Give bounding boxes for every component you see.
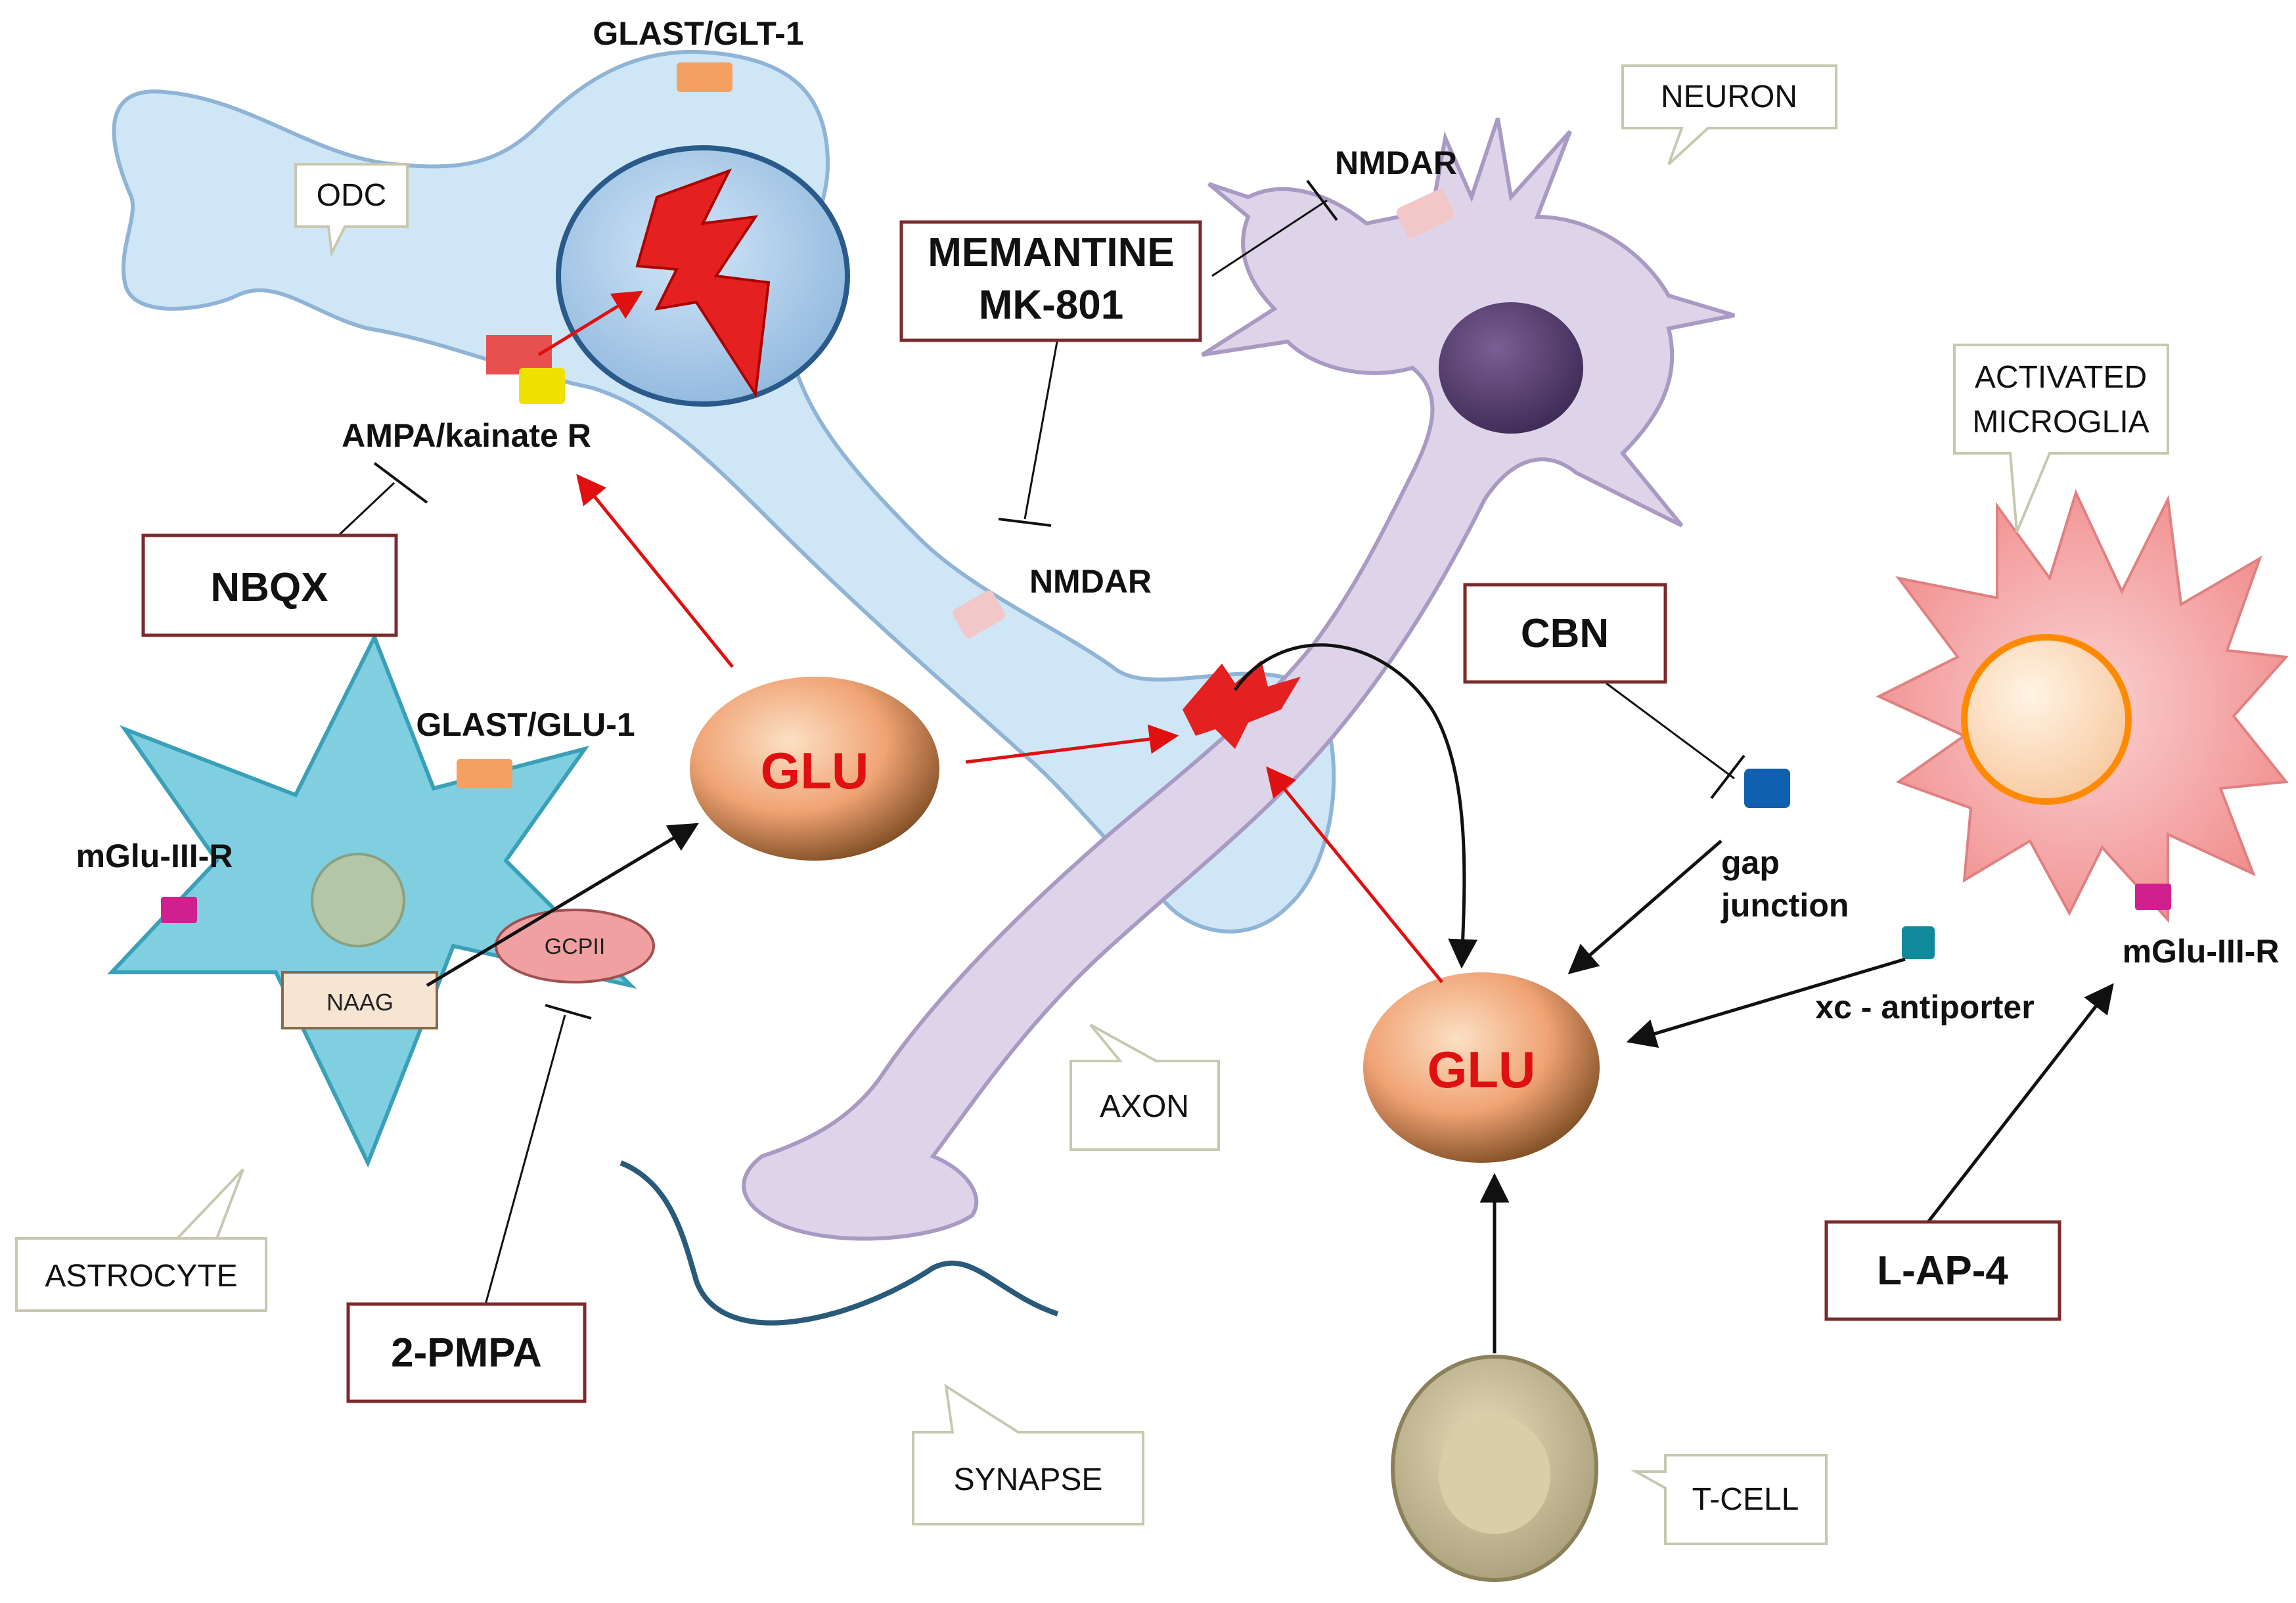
mglu-right-receptor — [2135, 884, 2171, 910]
neuron-cell — [742, 118, 1735, 1241]
arrow-ampa-to-nucleus — [537, 290, 643, 357]
nmdar-mid-receptor — [953, 590, 1005, 639]
damage-lightning-icon — [635, 168, 771, 398]
drug-nbqx-label: NBQX — [210, 565, 328, 610]
callout-axon-label: AXON — [1100, 1089, 1189, 1124]
activation-arrows — [537, 290, 1443, 983]
gap-junction-receptor — [1744, 769, 1790, 808]
glu-left-label: GLU — [761, 742, 869, 800]
arrow-synapse-to-glu — [1233, 643, 1478, 969]
gcpii-label: GCPII — [545, 934, 606, 959]
glast-glu1-receptor — [457, 759, 512, 788]
nmdar-top-receptor — [1396, 189, 1455, 238]
glast-glt1-label: GLAST/GLT-1 — [593, 15, 803, 52]
arrow-gap-to-glu — [1567, 840, 1722, 974]
drug-box-cbn — [1463, 583, 1667, 684]
drug-memantine-label-2: MK-801 — [979, 282, 1124, 328]
inhibition-lines — [334, 179, 1745, 1315]
glu-left-molecule — [690, 677, 939, 861]
callout-tcell — [1631, 1454, 1828, 1545]
gap-junction-label-1: gap — [1721, 844, 1780, 881]
mglu-left-receptor — [161, 897, 197, 923]
nmdar-mid-label: NMDAR — [1029, 563, 1152, 600]
kainate-receptor — [519, 368, 565, 404]
callout-synapse-label: SYNAPSE — [954, 1462, 1103, 1497]
arrow-xc-to-glu — [1626, 957, 1906, 1049]
callout-tcell-label: T-CELL — [1692, 1482, 1799, 1517]
glast-glt1-receptor — [677, 62, 732, 92]
callout-neuron — [1621, 64, 1837, 166]
callout-microglia-label-2: MICROGLIA — [1972, 405, 2149, 440]
mglu-right-label: mGlu-III-R — [2123, 933, 2280, 970]
nmdar-top-label: NMDAR — [1335, 145, 1457, 181]
callout-axon — [1069, 1024, 1220, 1151]
callout-odc — [294, 163, 409, 258]
microglia-cell — [1876, 489, 2289, 924]
drug-memantine-label-1: MEMANTINE — [928, 230, 1174, 275]
drug-box-lap4 — [1824, 1220, 2061, 1321]
callout-synapse — [912, 1383, 1144, 1525]
t-cell — [1391, 1355, 1598, 1582]
synaptic-terminal-icon — [1182, 660, 1301, 749]
astrocyte-cell — [107, 632, 637, 1168]
arrow-glu-to-synapse — [965, 724, 1179, 764]
drug-box-pmpa — [346, 1302, 587, 1403]
drug-lap4-label: L-AP-4 — [1877, 1248, 2008, 1294]
glu-right-molecule — [1363, 972, 1600, 1163]
callout-odc-label: ODC — [317, 178, 387, 213]
callout-astrocyte — [15, 1168, 267, 1312]
drug-box-memantine — [899, 220, 1202, 342]
xc-antiporter-receptor — [1902, 926, 1935, 959]
callout-microglia — [1953, 344, 2169, 533]
arrow-lap4-to-mglu — [1927, 983, 2114, 1223]
ampa-kainate-label: AMPA/kainate R — [342, 417, 591, 454]
callout-microglia-label-1: ACTIVATED — [1975, 360, 2147, 395]
callout-astrocyte-label: ASTROCYTE — [45, 1259, 237, 1294]
xc-antiporter-label: xc - antiporter — [1815, 989, 2034, 1026]
gap-junction-label-2: junction — [1721, 887, 1849, 924]
drug-cbn-label: CBN — [1521, 611, 1609, 656]
mglu-left-label: mGlu-III-R — [76, 838, 233, 874]
glu-right-label: GLU — [1428, 1041, 1536, 1098]
flow-arrows — [426, 643, 2114, 1353]
glast-glu1-label: GLAST/GLU-1 — [416, 706, 635, 743]
drug-box-nbqx — [141, 533, 398, 637]
drug-pmpa-label: 2-PMPA — [391, 1330, 542, 1376]
naag-box — [281, 971, 438, 1029]
arrow-naag-to-glu — [426, 823, 699, 987]
callout-neuron-label: NEURON — [1661, 79, 1797, 114]
synapse-membrane — [619, 1160, 1059, 1326]
arrow-glu-right-to-synapse — [1266, 766, 1443, 983]
arrow-glu-to-ampa — [576, 474, 734, 668]
naag-label: NAAG — [326, 989, 394, 1016]
